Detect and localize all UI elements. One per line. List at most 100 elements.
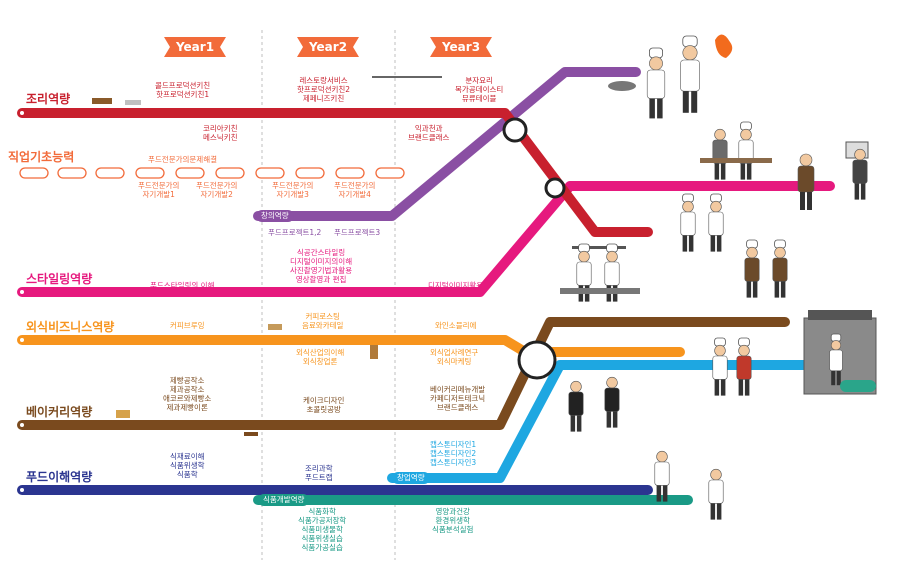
- courses-basic-self2-line: 자기개발2: [200, 190, 233, 199]
- meat-rack: [572, 246, 626, 249]
- baker-figure-2: [772, 239, 788, 298]
- year-label-1: Year1: [175, 40, 215, 54]
- scientist-figure-1: [654, 450, 670, 502]
- courses-bakery-year1-line: 애코르와제빵소: [163, 394, 212, 403]
- flame-icon: [715, 34, 733, 58]
- courses-cooking-year2-line: 레스토랑서비스: [299, 76, 348, 85]
- cake-icon: [116, 410, 130, 418]
- courses-cooking-year1b-line: 코리아키친: [203, 124, 238, 133]
- courses-business-year3b-line: 외식업사례연구: [430, 348, 479, 357]
- courses-business-year2a-line: 음료와카테일: [302, 321, 344, 330]
- courses-basic-self4-line: 자기개발4: [338, 190, 371, 199]
- basic-step-4: [135, 167, 165, 179]
- courses-styling-year3-line: 디지털이미지활용: [428, 281, 484, 290]
- chef-figure-9: [736, 337, 752, 396]
- basic-step-8: [295, 167, 325, 179]
- courses-business-year3a: 와인소믈리에: [435, 321, 476, 330]
- waiter-figure-2: [604, 376, 620, 428]
- courses-creative-project2: 푸드프로젝트3: [334, 228, 380, 237]
- year-banner: [430, 37, 492, 57]
- line-origin-dot-1: [20, 111, 24, 115]
- prep-counter: [560, 288, 640, 294]
- courses-develop-year3-line: 식품분석실험: [432, 525, 474, 534]
- courses-business-year1-line: 커피브루잉: [170, 321, 205, 330]
- courses-startup-year3-line: 캡스톤디자인2: [430, 449, 477, 458]
- line-origin-dot-2: [20, 290, 24, 294]
- courses-styling-year3: 디지털이미지활용: [428, 281, 483, 290]
- basic-step-2: [57, 167, 87, 179]
- year-label-2: Year2: [308, 40, 348, 54]
- basic-step-5: [175, 167, 205, 179]
- tag-develop: 식품개발역량: [258, 494, 310, 506]
- courses-bakery-year1-line: 제과제빵이론: [166, 403, 208, 412]
- courses-basic-year1: 푸드전문가의문제해결: [148, 155, 217, 164]
- courses-business-year3a-line: 와인소믈리에: [435, 321, 477, 330]
- courses-basic-self3-line: 푸드전문가의: [272, 181, 314, 190]
- courses-business-year2a-line: 커피로스팅: [305, 312, 340, 321]
- student-figure-1: [712, 128, 728, 180]
- waiter-figure-1: [568, 380, 584, 432]
- courses-bakery-year2-line: 케이크디자인: [303, 396, 345, 405]
- styling-line: [17, 181, 835, 297]
- courses-creative-project2-line: 푸드프로젝트3: [334, 228, 381, 237]
- track-label-cooking: 조리역량: [26, 92, 71, 106]
- basic-step-6: [215, 167, 245, 179]
- courses-cooking-year2-line: 핫프로덕션키친2: [297, 85, 351, 94]
- courses-develop-year3-line: 영양과건강: [435, 507, 470, 516]
- courses-basic-self1-line: 자기개발1: [142, 190, 175, 199]
- courses-bakery-year2-line: 초콜릿공방: [306, 405, 341, 414]
- line-origin-dot-4: [20, 423, 24, 427]
- courses-develop-year3-line: 환경위생학: [435, 516, 470, 525]
- courses-bakery-year1-line: 제과공작소: [169, 385, 205, 394]
- courses-business-year1: 커피브루잉: [170, 321, 205, 330]
- courses-business-year2b-line: 외식창업론: [302, 357, 338, 366]
- knife-board-icon: [92, 98, 112, 104]
- baker-figure-1: [744, 239, 760, 298]
- transfer-station-business-bakery-startup: [517, 340, 557, 380]
- transfer-station-styling: [544, 177, 566, 199]
- courses-develop-year2-line: 식품화학: [308, 507, 336, 516]
- creative-line: [253, 67, 641, 221]
- year-banner: [297, 37, 359, 57]
- basic-step-3: [95, 167, 125, 179]
- courses-cooking-year3a-line: 분자요리: [465, 76, 493, 85]
- courses-cooking-year3b-line: 브랜드클래스: [408, 133, 450, 142]
- courses-styling-year2-line: 영상촬영과 편집: [295, 275, 347, 284]
- courses-styling-year1-line: 푸드스타일링의 이해: [150, 281, 215, 290]
- scooter-icon: [840, 380, 876, 392]
- tag-startup: 창업역량: [392, 472, 430, 484]
- courses-basic-self2-line: 푸드전문가의: [196, 181, 238, 190]
- chef-figure-5: [708, 193, 724, 252]
- bakery-tray-icon: [244, 432, 258, 436]
- courses-develop-year2-line: 식품가공저장학: [298, 516, 347, 525]
- track-label-business: 외식비즈니스역량: [26, 320, 115, 334]
- chef-figure-2: [680, 35, 700, 113]
- courses-food-year1-line: 식품학: [176, 470, 198, 479]
- courses-creative-project1-line: 푸드프로젝트1,2: [268, 228, 322, 237]
- courses-styling-year2-line: 사진촬영기법과활용: [290, 266, 353, 275]
- courses-business-year2b-line: 외식산업의이해: [296, 348, 345, 357]
- tag-creative: 창의역량: [256, 210, 294, 222]
- courses-basic-self3-line: 자기개발3: [276, 190, 309, 199]
- year-banner: [164, 37, 226, 57]
- bottle-icon: [370, 345, 378, 359]
- courses-bakery-year1-line: 제빵공작소: [169, 376, 205, 385]
- courses-develop-year2-line: 식품위생실습: [301, 534, 343, 543]
- line-origin-dot-5: [20, 488, 24, 492]
- business-line: [17, 335, 685, 357]
- scientist-figure-2: [708, 468, 724, 520]
- tray-icon: [125, 100, 141, 105]
